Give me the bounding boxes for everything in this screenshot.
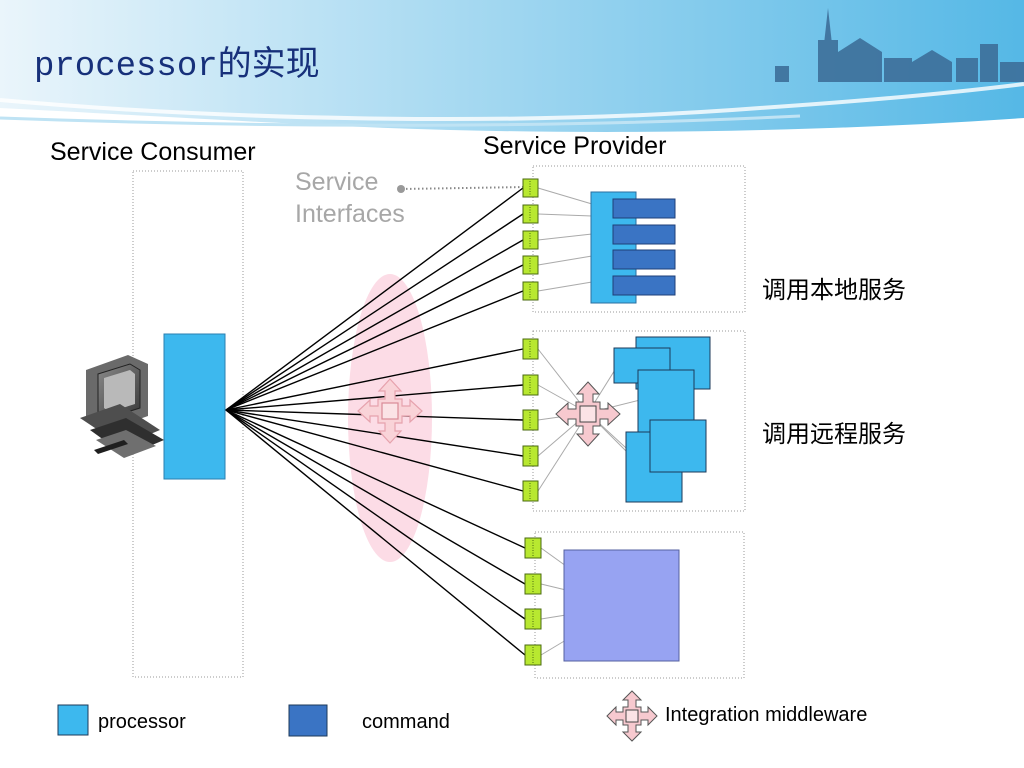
provider-region-standalone [534, 531, 745, 679]
interface-port-ticks [529, 181, 534, 663]
service-consumer-label: Service Consumer [50, 138, 256, 166]
local-command-3 [612, 249, 676, 270]
town-silhouette [775, 8, 1024, 82]
consumer-processor-block [163, 333, 226, 480]
remote-processor-5 [649, 419, 707, 473]
local-command-2 [612, 224, 676, 245]
middleware-icon-remote [555, 381, 621, 447]
service-provider-label: Service Provider [483, 132, 667, 160]
service-interfaces-label-line1: Service [295, 168, 379, 196]
legend-middleware-icon [606, 690, 658, 742]
slide-title: processor的实现 [34, 48, 320, 86]
local-service-label: 调用本地服务 [762, 276, 906, 304]
service-interfaces-label: Service Interfaces [295, 166, 405, 230]
standalone-port-lines [540, 547, 567, 656]
interface-port [522, 230, 539, 250]
interface-pointer-dot [397, 185, 405, 193]
interface-port [522, 204, 539, 224]
local-command-1 [612, 198, 676, 219]
interface-port [522, 255, 539, 275]
interface-port [522, 281, 539, 301]
service-interfaces-label-line2: Interfaces [295, 200, 405, 228]
interface-pointer-line [401, 186, 527, 190]
middleware-icon-center [357, 378, 423, 444]
remote-service-label: 调用远程服务 [762, 420, 906, 448]
standalone-component [563, 549, 680, 662]
legend-processor-swatch [57, 704, 89, 736]
local-command-4 [612, 275, 676, 296]
legend-middleware-label: Integration middleware [665, 704, 868, 726]
interface-ports [522, 178, 542, 666]
legend-command-swatch [288, 704, 328, 737]
interface-port [522, 178, 539, 198]
legend-processor-label: processor [98, 711, 186, 733]
legend-command-label: command [362, 711, 450, 733]
desktop-computer-icon [80, 355, 164, 458]
header-banner [0, 0, 1024, 132]
local-port-lines [537, 187, 593, 292]
